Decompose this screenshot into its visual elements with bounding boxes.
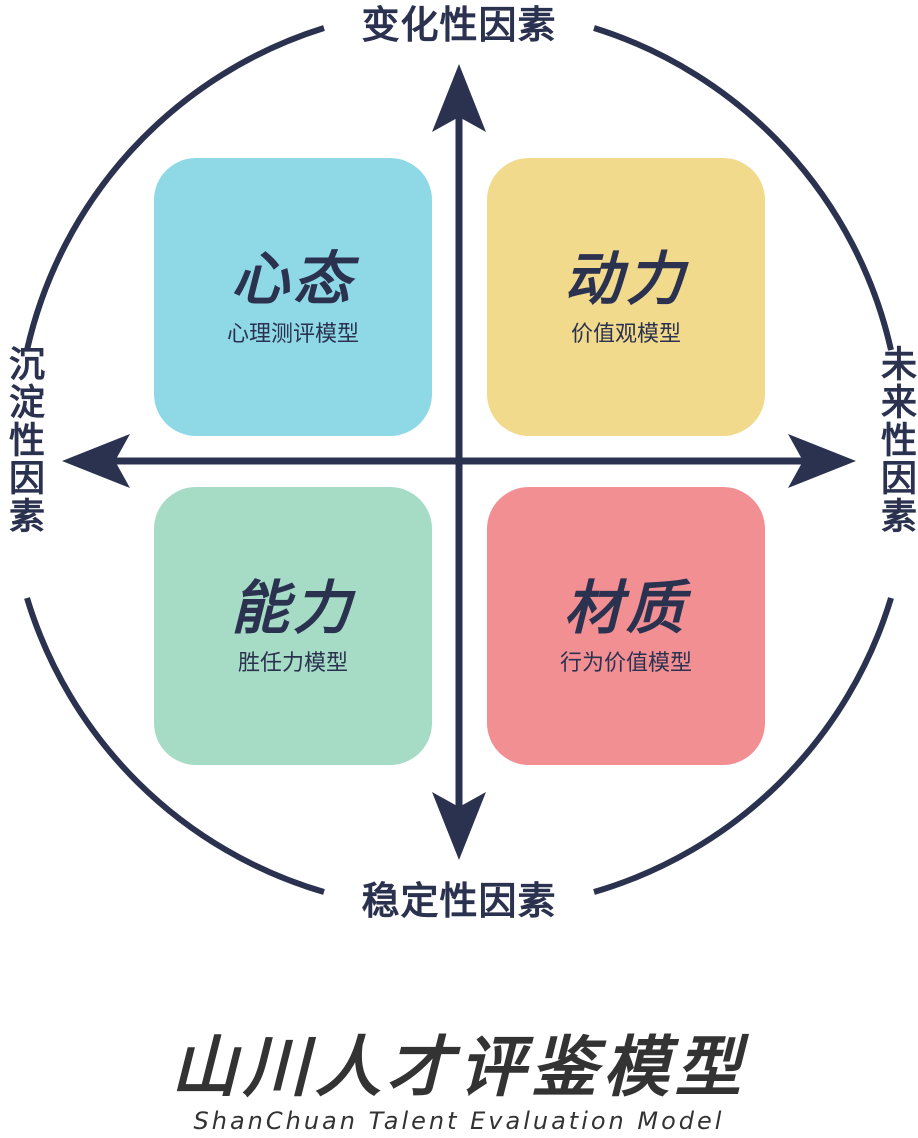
circle-arc-bottom-right	[593, 597, 894, 895]
quadrant-card-ability: 能力 胜任力模型	[154, 487, 432, 765]
circle-arc-bottom-left	[24, 597, 325, 895]
arrow-left-icon	[62, 434, 130, 488]
arrow-right-icon	[788, 434, 856, 488]
quadrant-title: 心态	[230, 245, 355, 313]
quadrant-title: 动力	[563, 245, 688, 313]
axis-label-left: 沉淀性因素	[3, 345, 44, 535]
quadrant-title: 能力	[230, 574, 355, 642]
axis-label-top: 变化性因素	[361, 3, 557, 47]
arrow-up-icon	[432, 64, 486, 132]
quadrant-card-mindset: 心态 心理测评模型	[154, 158, 432, 436]
quadrant-subtitle: 胜任力模型	[237, 651, 348, 676]
axis-label-right: 未来性因素	[875, 345, 916, 535]
model-title: 山川人才评鉴模型	[171, 1029, 747, 1106]
model-subtitle-english: ShanChuan Talent Evaluation Model	[193, 1107, 725, 1135]
quadrant-subtitle: 价值观模型	[570, 322, 681, 347]
quadrant-title: 材质	[563, 574, 688, 642]
quadrant-subtitle: 心理测评模型	[226, 322, 359, 347]
quadrant-subtitle: 行为价值模型	[559, 651, 692, 676]
circle-arc-top-left	[24, 25, 325, 351]
circle-arc-top-right	[593, 25, 894, 351]
arrow-down-icon	[432, 792, 486, 860]
quadrant-card-motivation: 动力 价值观模型	[487, 158, 765, 436]
quadrant-card-character: 材质 行为价值模型	[487, 487, 765, 765]
axis-label-bottom: 稳定性因素	[361, 879, 557, 923]
